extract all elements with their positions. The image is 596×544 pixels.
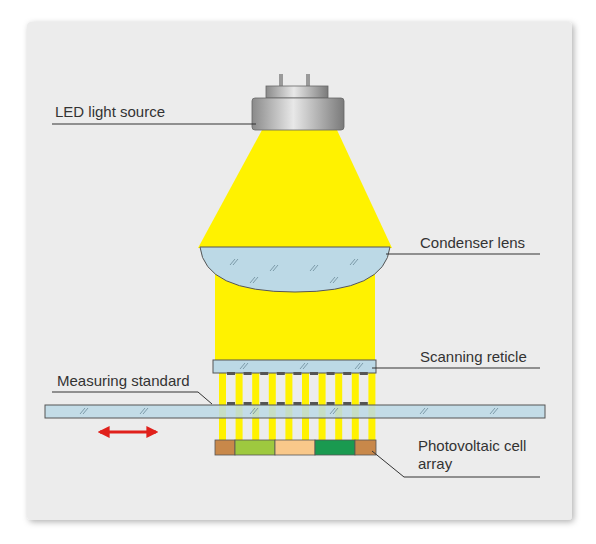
hatch-mark [270, 265, 278, 271]
hatch-mark [330, 408, 338, 414]
light-cone [198, 130, 392, 248]
photo-cell [315, 440, 355, 455]
photo-cell [215, 440, 235, 455]
standard-grating [227, 402, 368, 405]
photo-cell [275, 440, 315, 455]
grating-line [310, 402, 318, 405]
grating-line [260, 402, 268, 405]
grating-line [277, 372, 285, 375]
hatch-mark [230, 259, 238, 265]
grating-line [244, 372, 252, 375]
hatch-mark [80, 408, 88, 414]
grating-line [360, 402, 368, 405]
led-body [252, 98, 344, 130]
grating-line [260, 372, 268, 375]
grating-line [227, 402, 235, 405]
grating-line [327, 372, 335, 375]
grating-line [293, 402, 301, 405]
measuring-standard [45, 405, 545, 418]
hatch-mark [250, 408, 258, 414]
part-label: LED light source [55, 103, 255, 121]
part-label: Measuring standard [57, 372, 217, 390]
hatch-mark [350, 259, 358, 265]
grating-line [343, 372, 351, 375]
hatch-mark [140, 408, 148, 414]
hatch-mark [330, 277, 338, 283]
photo-cell [355, 440, 376, 455]
scanning-reticle [213, 360, 376, 373]
glass-hatching [80, 259, 498, 414]
grating-line [360, 372, 368, 375]
part-label: Scanning reticle [420, 348, 570, 366]
led-base [266, 86, 328, 98]
leader-line [372, 368, 540, 369]
leader-line [386, 254, 540, 255]
hatch-mark [240, 363, 248, 369]
hatch-mark [420, 408, 428, 414]
leader-line [52, 392, 212, 404]
grating-line [227, 372, 235, 375]
leader-line [52, 124, 256, 125]
hatch-mark [355, 363, 363, 369]
hatch-mark [490, 408, 498, 414]
condenser-lens [200, 247, 390, 292]
background-panel [27, 22, 572, 520]
hatch-mark [300, 363, 308, 369]
hatch-mark [250, 277, 258, 283]
grating-line [244, 402, 252, 405]
part-label: Condenser lens [420, 234, 570, 252]
reticle-grating [227, 372, 368, 375]
grating-line [293, 372, 301, 375]
leader-line [372, 451, 540, 477]
hatch-mark [310, 265, 318, 271]
motion-arrow [100, 431, 156, 434]
part-label: Photovoltaic cell array [418, 437, 543, 473]
grating-line [277, 402, 285, 405]
photo-cell [235, 440, 275, 455]
grating-line [343, 402, 351, 405]
grating-line [310, 372, 318, 375]
grating-line [327, 402, 335, 405]
